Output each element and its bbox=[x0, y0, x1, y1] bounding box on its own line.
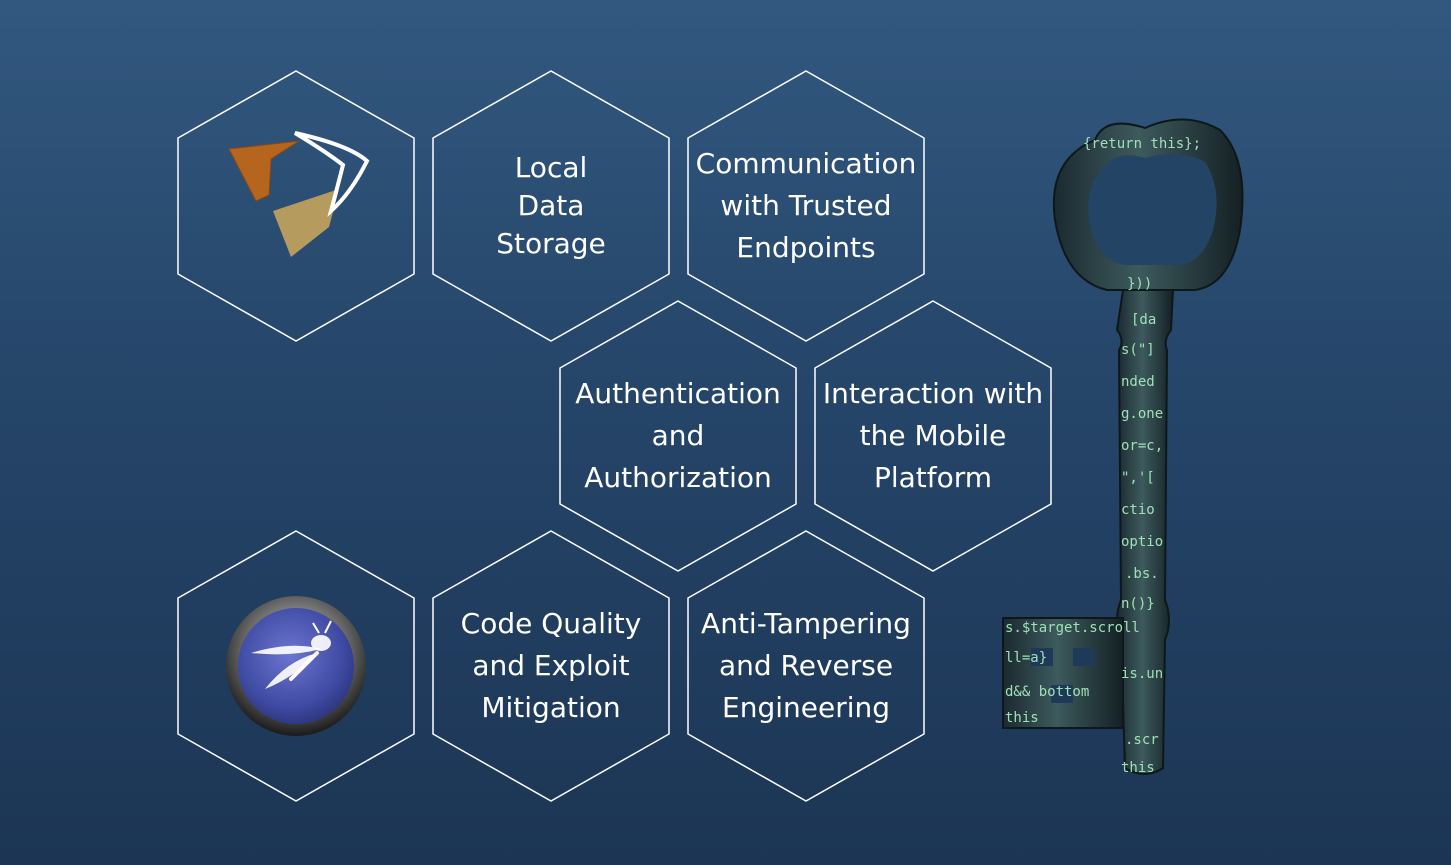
key-code-line: nded bbox=[1121, 374, 1155, 390]
hex-label: Interaction with the Mobile Platform bbox=[822, 377, 1044, 494]
hex-outline bbox=[432, 530, 670, 802]
hex-outline bbox=[432, 70, 670, 342]
hex-label: Anti-Tampering and Reverse Engineering bbox=[701, 607, 911, 724]
hex-shield-logo bbox=[176, 70, 416, 342]
hex-outline bbox=[814, 300, 1052, 572]
wasp-logo-icon bbox=[226, 596, 366, 736]
key-code-line: .bs. bbox=[1125, 566, 1159, 582]
key-code-line: n()} bbox=[1121, 596, 1155, 612]
hex-outline bbox=[177, 530, 415, 802]
hex-local-data-storage: Local Data Storage bbox=[431, 70, 671, 342]
key-code-line: {return this}; bbox=[1083, 136, 1201, 152]
key-code-line: optio bbox=[1121, 534, 1163, 550]
hex-outline bbox=[687, 530, 925, 802]
hex-label: Code Quality and Exploit Mitigation bbox=[460, 607, 642, 724]
hex-authentication: Authentication and Authorization bbox=[558, 300, 798, 572]
hex-label: Communication with Trusted Endpoints bbox=[695, 147, 917, 264]
hex-anti-tampering: Anti-Tampering and Reverse Engineering bbox=[686, 530, 926, 802]
hex-code-quality: Code Quality and Exploit Mitigation bbox=[431, 530, 671, 802]
key-code-line: s.$target.scroll bbox=[1005, 620, 1140, 636]
hex-interaction: Interaction with the Mobile Platform bbox=[813, 300, 1053, 572]
hex-label: Authentication and Authorization bbox=[575, 377, 781, 494]
hex-outline bbox=[559, 300, 797, 572]
shield-logo bbox=[176, 70, 416, 342]
code-key-icon: {return this}; })) [da s("] nded g.one o… bbox=[1002, 118, 1244, 776]
hex-owasp-logo bbox=[176, 530, 416, 802]
key-code-line: .scr bbox=[1125, 732, 1159, 748]
key-code-line: this bbox=[1005, 710, 1039, 726]
hex-label: Local Data Storage bbox=[496, 151, 606, 260]
key-code-line: [da bbox=[1131, 312, 1156, 328]
hex-communication: Communication with Trusted Endpoints bbox=[686, 70, 926, 342]
key-code-line: or=c, bbox=[1121, 438, 1163, 454]
key-code-line: s("] bbox=[1121, 342, 1155, 358]
hex-outline bbox=[177, 70, 415, 342]
key-code-line: d&& bottom bbox=[1005, 684, 1089, 700]
owasp-logo bbox=[176, 530, 416, 802]
key-code-line: this bbox=[1121, 760, 1155, 776]
key-code-line: g.one bbox=[1121, 406, 1163, 422]
key-code-line: })) bbox=[1127, 276, 1152, 292]
key-code-line: is.un bbox=[1121, 666, 1163, 682]
shield-logo-icon bbox=[228, 131, 370, 257]
key-code-line: ",'[ bbox=[1121, 470, 1155, 486]
hex-outline bbox=[687, 70, 925, 342]
key-code-line: ll=a} bbox=[1005, 650, 1047, 666]
key-code-line: ctio bbox=[1121, 502, 1155, 518]
